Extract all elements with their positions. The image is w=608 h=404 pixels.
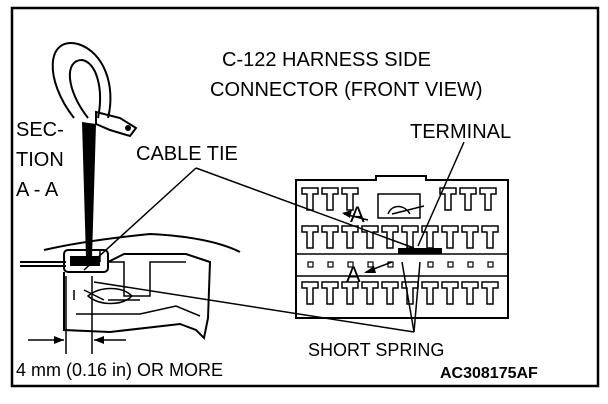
terminal-cavity <box>461 225 479 249</box>
spring-slots <box>307 261 494 268</box>
figure-code: AC308175AF <box>440 365 538 382</box>
terminal-cavity <box>321 187 339 211</box>
section-label-line-1: SEC- <box>16 119 64 141</box>
dimension-indicator <box>28 276 126 354</box>
short-spring-bar <box>398 248 442 254</box>
spring-slot <box>427 261 434 268</box>
title-line-2: CONNECTOR (FRONT VIEW) <box>210 79 483 101</box>
terminal-cavity <box>361 225 379 249</box>
cable-tie-illustration <box>51 42 138 258</box>
leader-lines <box>83 141 465 333</box>
section-label-line-2: TION <box>16 149 64 171</box>
terminal-cavity <box>421 281 439 305</box>
terminal-cavity <box>301 225 319 249</box>
terminal-cavity <box>321 281 339 305</box>
terminal-cavity <box>341 281 359 305</box>
spring-slot <box>367 261 374 268</box>
section-marker-a-bottom: A <box>346 262 361 287</box>
terminal-cavity <box>441 225 459 249</box>
title-line-1: C-122 HARNESS SIDE <box>222 49 431 71</box>
short-spring-label: SHORT SPRING <box>308 340 444 360</box>
terminal-cavities-bottom-row <box>301 281 499 305</box>
terminal-cavity <box>301 187 319 211</box>
spring-slot <box>307 261 314 268</box>
terminal-cavity <box>381 225 399 249</box>
terminal-cavities-top-row <box>301 187 497 211</box>
spring-slot <box>327 261 334 268</box>
section-marker-a-top: A <box>350 202 365 227</box>
terminal-cavity <box>481 225 499 249</box>
spring-slot <box>347 261 354 268</box>
terminal-cavity <box>441 281 459 305</box>
terminal-cavity <box>321 225 339 249</box>
connector-front-view <box>295 175 509 319</box>
diagram-frame <box>10 6 600 388</box>
terminal-label: TERMINAL <box>410 121 511 143</box>
terminal-cavity <box>481 281 499 305</box>
cable-tie-label: CABLE TIE <box>136 143 238 165</box>
dimension-label: 4 mm (0.16 in) OR MORE <box>16 360 223 380</box>
spring-slot <box>447 261 454 268</box>
terminal-cavity <box>461 281 479 305</box>
terminal-cavity <box>361 281 379 305</box>
terminal-cavity <box>301 281 319 305</box>
section-label-line-3: A - A <box>16 179 59 201</box>
terminal-cavity <box>479 187 497 211</box>
terminal-cavity <box>459 187 477 211</box>
terminal-cavity <box>341 187 359 211</box>
terminal-cavity <box>381 281 399 305</box>
spring-slot <box>487 261 494 268</box>
spring-slot <box>467 261 474 268</box>
